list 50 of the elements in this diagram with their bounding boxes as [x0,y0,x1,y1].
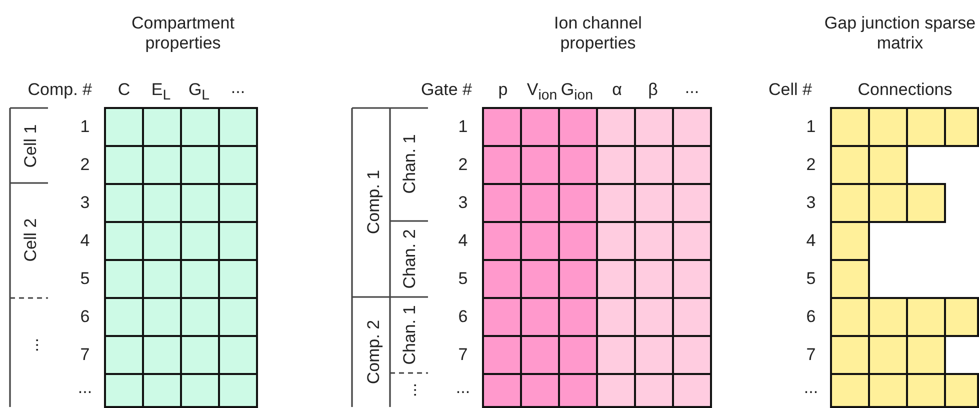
group-label: ... [23,338,43,352]
group-label: Comp. 2 [364,320,384,384]
row-number: 6 [458,307,468,327]
column-header: Cell # [768,80,812,100]
row-number: 1 [806,117,816,137]
column-header: ... [684,78,700,98]
row-number: ... [78,378,92,398]
column-header: Comp. # [28,80,92,100]
column-header: E$_{L}$ [151,80,171,104]
row-number: 4 [806,231,816,251]
row-number: 2 [80,155,90,175]
row-number: 3 [80,193,90,213]
row-number: 4 [458,231,468,251]
row-number: 7 [80,345,90,365]
column-header: Gate # [420,80,472,100]
row-number: 3 [458,193,468,213]
column-header: β [648,80,658,100]
row-number: 4 [80,231,90,251]
row-number: 2 [806,155,816,175]
column-header: α [612,80,622,100]
group-label: Chan. 1 [400,305,420,365]
row-number: 1 [80,117,90,137]
group-label: Chan. 1 [400,134,420,194]
row-number: ... [804,378,818,398]
group-label: Cell 1 [21,124,41,168]
column-header: Connections [858,80,952,100]
table-title: Gap junction sparse matrix [823,13,977,53]
column-header: G$_{L}$ [188,80,210,104]
row-number: 7 [458,345,468,365]
table-title: Ion channel properties [553,13,643,53]
row-number: 5 [80,269,90,289]
group-label: Chan. 2 [400,229,420,289]
row-number: 3 [806,193,816,213]
row-number: 6 [80,307,90,327]
column-header: p [498,80,508,100]
group-label: Cell 2 [21,218,41,262]
column-header: G$_{ion}$ [560,80,594,104]
group-label: ... [401,382,421,398]
row-number: ... [456,378,470,398]
row-number: 6 [806,307,816,327]
row-number: 5 [806,269,816,289]
table-title: Compartment properties [130,13,236,53]
column-header: ... [230,78,246,98]
column-header: C [118,80,130,100]
row-number: 1 [458,117,468,137]
row-number: 2 [458,155,468,175]
group-label: Comp. 1 [364,170,384,234]
row-number: 5 [458,269,468,289]
row-number: 7 [806,345,816,365]
column-header: V$_{ion}$ [526,80,558,104]
